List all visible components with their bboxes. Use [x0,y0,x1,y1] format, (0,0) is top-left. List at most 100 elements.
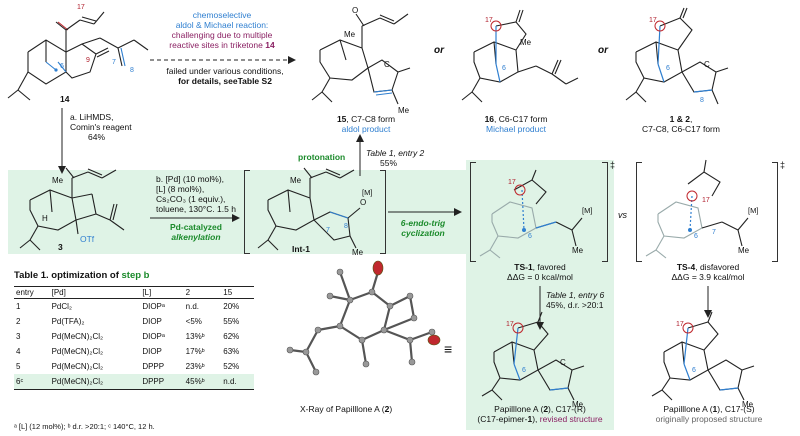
cell-2: <5% [185,317,202,326]
or-label-2: or [598,45,608,56]
int1-c8-label: 8 [344,223,348,230]
c17-label-14: 17 [77,4,85,11]
xray-caption-num: 2 [384,404,390,414]
p12-desc: , [689,114,693,124]
cell-entry: 5 [16,362,21,371]
product-16-caption: 16, C6-C17 form Michael product [466,114,566,134]
cell-pd: Pd(MeCN)₂Cl₂ [51,347,104,356]
ts4-me-label: Me [738,246,750,255]
challenge-line2: aldol & Michael reaction: [175,20,269,30]
p2-me-label: Me [572,400,584,409]
th-l: [L] [140,286,184,299]
ts1-me-label: Me [572,246,584,255]
ts1-caption: TS-1, favored ΔΔG = 0 kcal/mol [480,262,600,282]
protonation-label: protonation [298,152,346,162]
p1-c6-label: 6 [692,367,696,374]
cell-pd: PdCl₂ [51,302,73,311]
table-title-prefix: Table 1. optimization of [14,270,119,281]
p2-line2-num: 1 [527,414,533,424]
p1-line2: originally proposed structure [655,414,763,424]
step-b-label1: Pd-catalyzed [170,222,222,232]
c3-me-label: Me [52,176,64,185]
p15-me-label: Me [344,30,356,39]
ts4-c17-label: 17 [702,197,710,204]
cell-15: 63% [223,347,240,356]
p15-o-label: O [352,6,359,15]
int1-me2-label: Me [352,248,364,257]
ts4-energy: ΔΔG = 3.9 kcal/mol [671,272,745,282]
cell-pd: Pd(MeCN)₂Cl₂ [51,362,104,371]
cell-l: DPPP [140,374,184,390]
failed-note: failed under various conditions, for det… [150,66,300,86]
int1-c7-label: 7 [326,227,330,234]
ts4-num: TS-4 [676,262,696,272]
xray-caption: X-Ray of Papilllone A (2) [300,404,392,414]
step-b-line4: toluene, 130°C. 1.5 h [156,204,236,214]
int1-me-label: Me [290,176,302,185]
xray-caption-suffix: ) [389,404,393,414]
compound-14-label: 14 [60,94,70,104]
failed-line1: failed under various conditions, [166,66,284,76]
p2-line2-rev: revised structure [539,414,603,424]
cyclization-line1: 6-endo-trig [400,218,446,228]
step-a-line1: a. LiHMDS, [70,112,114,122]
int1-m-label: [M] [362,188,373,197]
int1-bracket-left [244,170,250,254]
p12-num: 1 & 2 [669,114,690,124]
p1-c17-label: 17 [676,321,684,328]
cell-pd: Pd(TFA)₂ [51,317,85,326]
table-footnote: ᵃ [L] (12 mol%); ᵇ d.r. >20:1; ᶜ 140°C, … [14,422,155,431]
ts1-m-label: [M] [582,206,593,215]
table-header-row: entry [Pd] [L] 2 15 [14,286,254,299]
cell-15: 55% [223,317,240,326]
th-entry: entry [14,286,50,299]
cell-2: n.d. [185,302,200,311]
ts1-c6-label: 6 [528,233,532,240]
step-b-label: Pd-catalyzed alkenylation [156,222,236,242]
ts1-dagger: ‡ [610,160,616,170]
table-title-highlight: step b [121,270,150,281]
step-a-line2: Comin's reagent [70,122,132,132]
or-label-1: or [434,45,444,56]
p2-c17-label: 17 [506,321,514,328]
cell-l: DPPP [142,362,165,371]
cell-pd: Pd(MeCN)₂Cl₂ [51,332,104,341]
cyclization-line2: cyclization [401,228,445,238]
papilllone-2-caption: Papilllone A (2), C17-(R) (C17-epimer-1)… [468,404,612,424]
ts4-bracket-right [772,162,778,262]
p2-line1-num: 2 [543,404,549,414]
c8-label-14: 8 [130,67,134,74]
cell-15: n.d. [221,374,254,390]
p2-line1-prefix: Papilllone A ( [494,404,544,414]
table-title: Table 1. optimization of step b [14,270,149,281]
cell-entry: 2 [16,317,21,326]
cell-l: DIOPᵃ [142,302,165,311]
p2-line2-prefix: (C17-epimer- [477,414,528,424]
th-15: 15 [221,286,254,299]
p1-line1-suffix: ), C17-(S) [717,404,755,414]
c9-label-14: 9 [86,57,90,64]
p12-c8-label: 8 [700,97,704,104]
int1-bracket-right [380,170,386,254]
ts1-energy: ΔΔG = 0 kcal/mol [507,272,573,282]
challenge-note: chemoselective aldol & Michael reaction:… [142,10,302,50]
p2-line1-suffix: ), C17-(R) [548,404,586,414]
cell-entry: 1 [16,302,21,311]
step-b-line3: Cs₂CO₃ (1 equiv.), [156,194,226,204]
cell-entry: 3 [16,332,21,341]
cell-2: 17%ᵇ [185,347,205,356]
cell-entry: 6ᶜ [14,374,50,390]
ts4-c7-label: 7 [712,229,716,236]
ts4-bracket-left [636,162,642,262]
step-a-yield: 64% [88,132,106,142]
c7-label-14: 7 [112,59,116,66]
